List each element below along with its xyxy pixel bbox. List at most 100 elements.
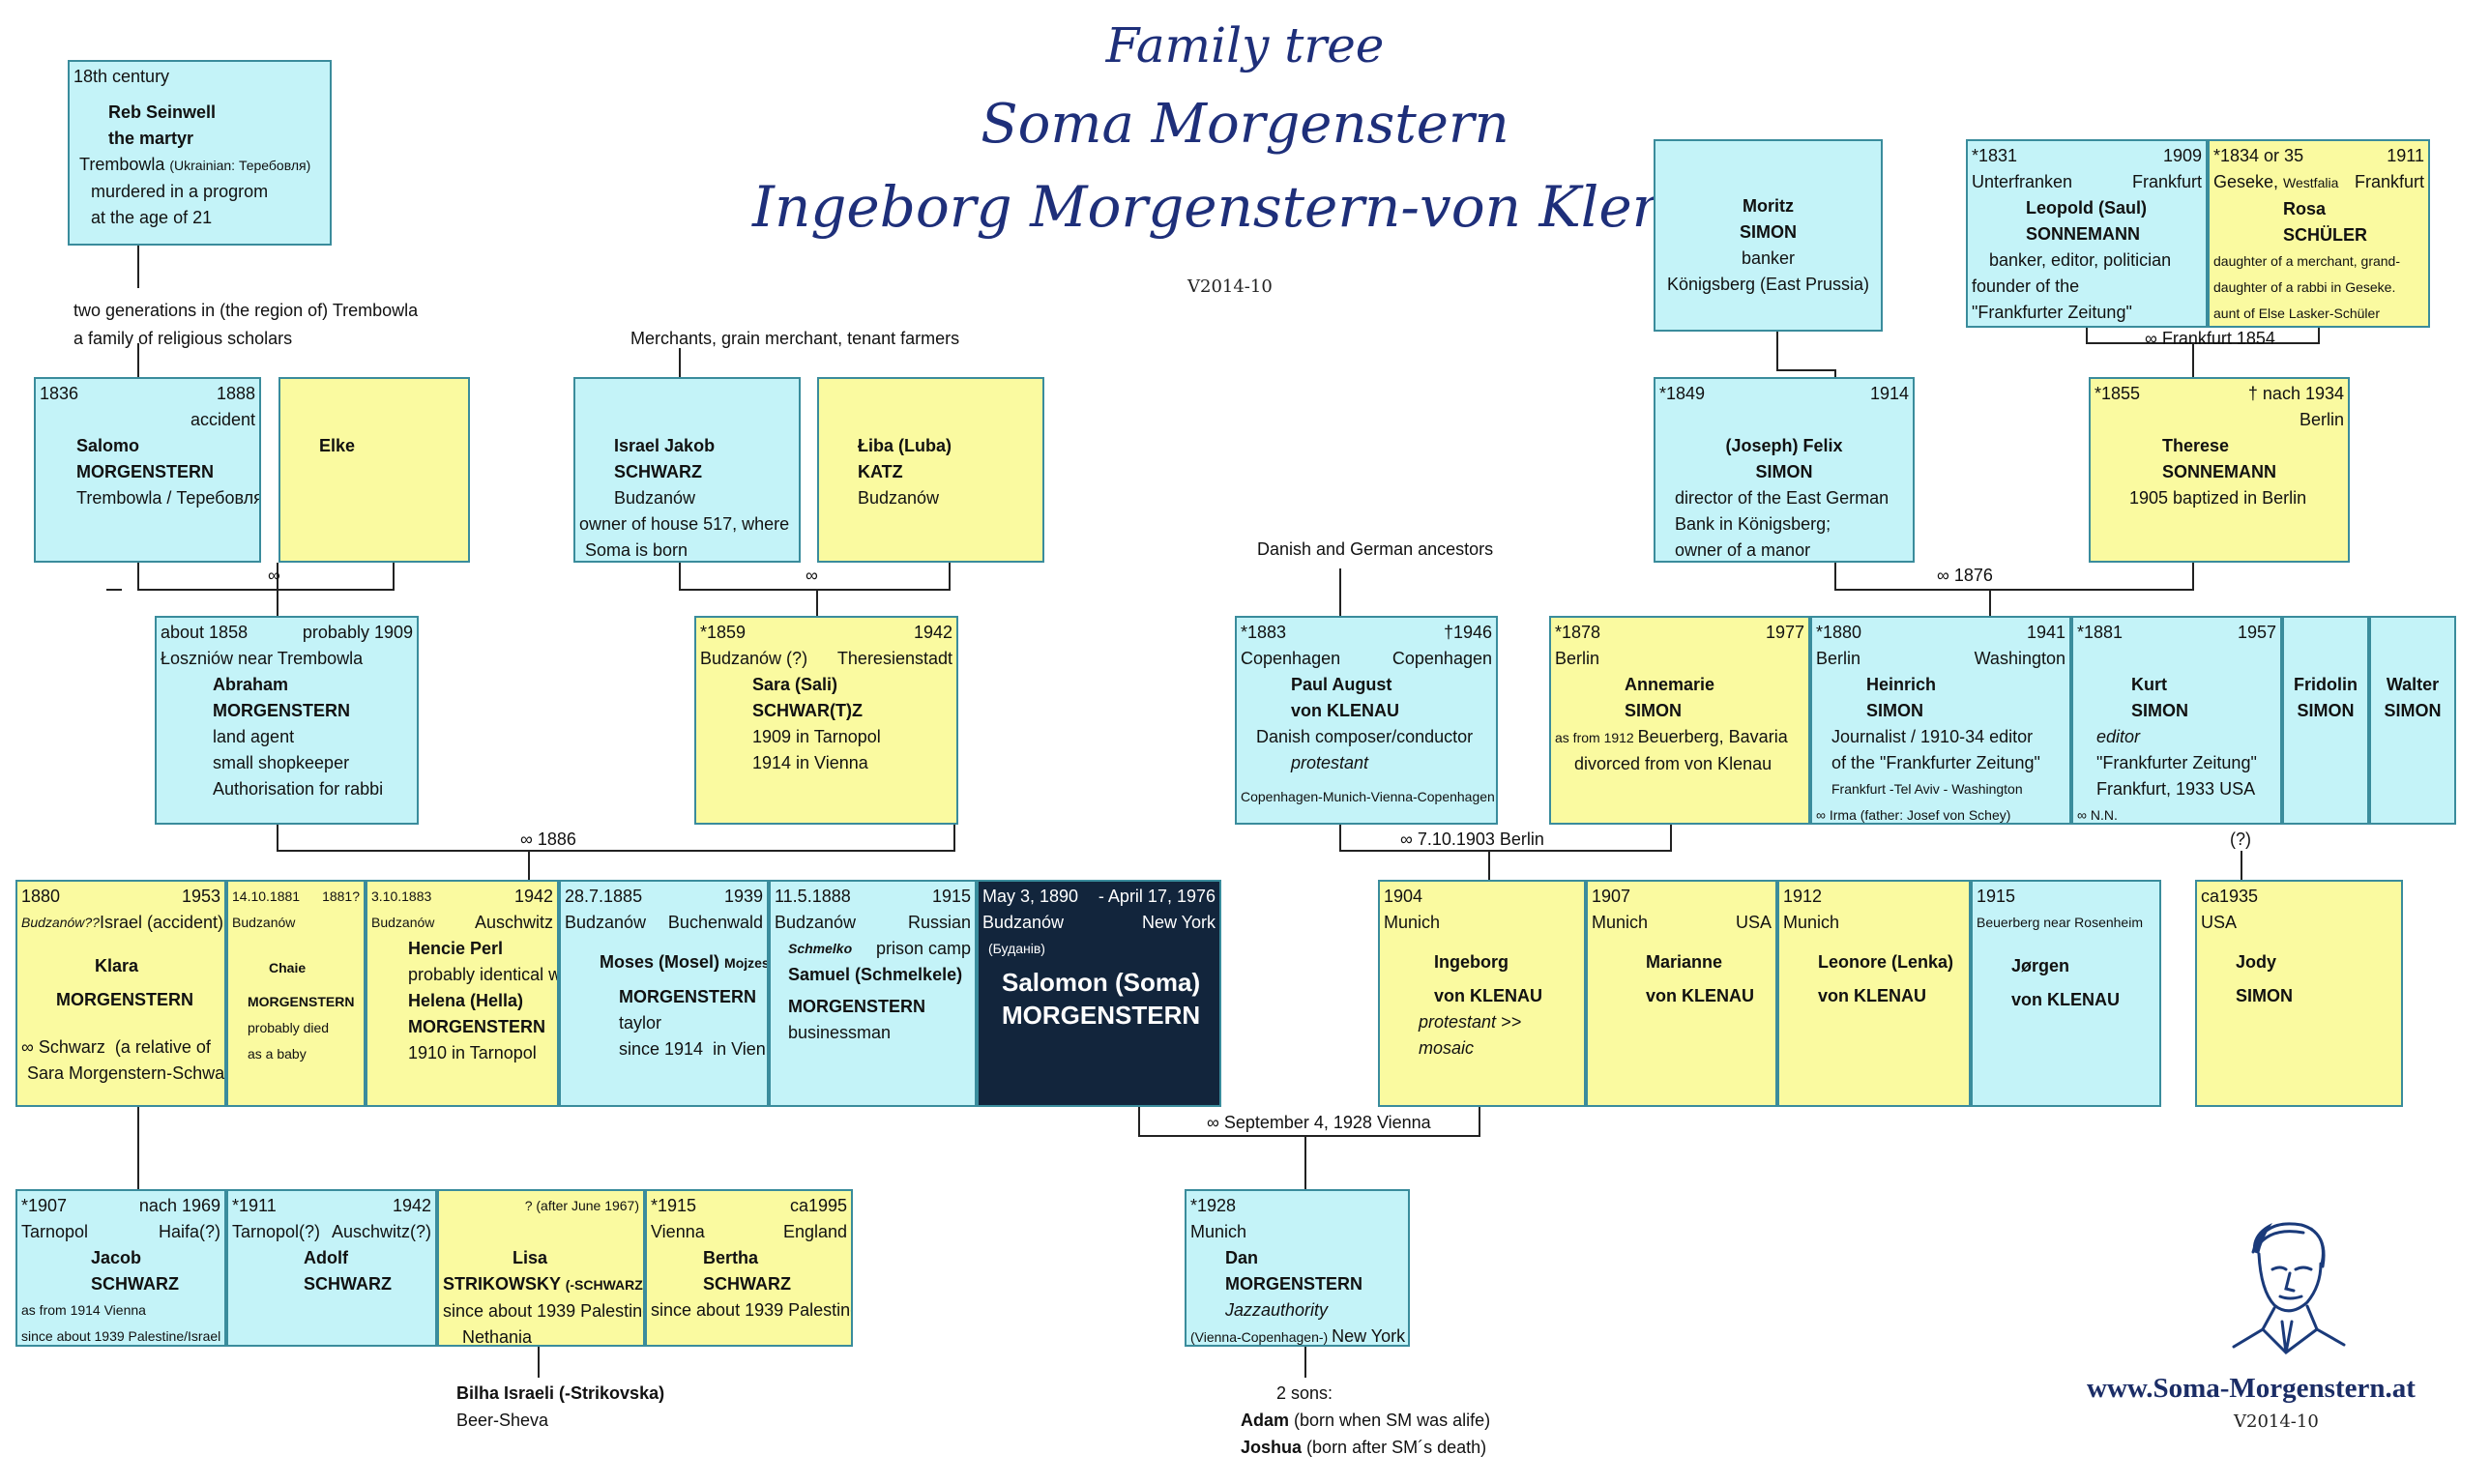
abraham-note-2: small shopkeeper (213, 753, 350, 772)
elke-name: Elke (319, 436, 356, 455)
jacob-note-1: as from 1914 Vienna (21, 1302, 146, 1318)
abraham-born: about 1858 (161, 623, 249, 642)
son-joshua-note: (born after SM´s death) (1306, 1438, 1487, 1457)
title-line-1: Family tree (1105, 17, 1385, 73)
ingeborg-religion-2: mosaic (1419, 1038, 1475, 1058)
moritz-job: banker (1741, 248, 1796, 268)
heinrich-surname: SIMON (1866, 701, 1924, 720)
samuel-place2: Russian (907, 913, 971, 932)
dan-cities-early: (Vienna-Copenhagen-) (1190, 1329, 1333, 1345)
heinrich-born: *1880 (1816, 623, 1862, 642)
leopold-name: Leopold (Saul) (2026, 198, 2147, 218)
leopold-place2: Frankfurt (2131, 172, 2202, 191)
sara-name: Sara (Sali) (752, 675, 838, 694)
walter-surname: SIMON (2384, 701, 2442, 720)
reb-note-1: murdered in a progrom (91, 182, 269, 201)
annemarie-residence: as from 1912 Beuerberg, Bavaria (1555, 724, 1804, 751)
person-fridolin-simon: Fridolin SIMON (2282, 616, 2369, 825)
marianne-name: Marianne (1646, 952, 1723, 972)
klara-surname: MORGENSTERN (56, 990, 194, 1009)
jorgen-name: Jørgen (2011, 956, 2070, 975)
jody-name: Jody (2236, 952, 2277, 972)
rosa-name: Rosa (2283, 199, 2327, 218)
dan-place: Munich (1190, 1222, 1247, 1241)
jorgen-born: 1915 (1977, 887, 2016, 906)
kurt-spouse: ∞ N.N. (2077, 807, 2118, 823)
son-joshua-name: Joshua (1241, 1438, 1303, 1457)
liba-surname: KATZ (858, 462, 903, 481)
ingeborg-born: 1904 (1384, 887, 1423, 906)
moritz-name: Moritz (1743, 196, 1794, 216)
sara-surname: SCHWAR(T)Z (752, 701, 863, 720)
leonore-place: Munich (1783, 913, 1840, 932)
annemarie-residence-since: as from 1912 (1555, 730, 1638, 745)
moses-alias: Mojzesz (724, 955, 769, 971)
son-adam-name: Adam (1241, 1411, 1290, 1430)
kurt-note-2: Frankfurt, 1933 USA (2096, 779, 2256, 799)
annemarie-residence-place: Beuerberg, Bavaria (1637, 727, 1788, 746)
lisa-surname: STRIKOWSKY (-SCHWARZ) (443, 1271, 643, 1298)
heinrich-place2: Washington (1974, 649, 2065, 668)
rosa-born: *1834 or 35 (2213, 146, 2304, 165)
marriage-frankfurt: ∞ Frankfurt 1854 (2145, 329, 2275, 348)
question-label: (?) (2230, 829, 2251, 849)
trembowla-label-1: two generations in (the region of) Tremb… (73, 301, 419, 320)
person-leonore-von-klenau: 1912 Munich Leonore (Lenka) von KLENAU (1777, 880, 1971, 1107)
person-elke: Elke (278, 377, 470, 563)
marriage-1903: ∞ 7.10.1903 Berlin (1400, 829, 1544, 849)
liba-name: Łiba (Luba) (858, 436, 952, 455)
jacob-surname: SCHWARZ (91, 1274, 179, 1294)
website-link[interactable]: www.Soma-Morgenstern.at (2087, 1373, 2416, 1404)
footer-version: V2014-10 (2234, 1411, 2319, 1432)
sara-place2: Theresienstadt (836, 649, 952, 668)
kurt-born: *1881 (2077, 623, 2124, 642)
soma-born: May 3, 1890 (982, 887, 1079, 906)
bilha-name-text: Bilha Israeli (-Strikovska) (456, 1383, 665, 1403)
marriage-symbol-2: ∞ (806, 566, 818, 585)
soma-place1: Budzanów (982, 913, 1065, 932)
reb-name: Reb Seinwell (108, 102, 217, 122)
marianne-place1: Munich (1592, 913, 1649, 932)
person-liba-katz: Łiba (Luba) KATZ Budzanów (817, 377, 1044, 563)
bertha-place2: England (782, 1222, 847, 1241)
salomo-born: 1836 (40, 384, 79, 403)
heinrich-spouse: ∞ Irma (father: Josef von Schey) (1816, 807, 2011, 823)
chaie-name: Chaie (269, 960, 307, 975)
jacob-born: *1907 (21, 1196, 68, 1215)
paul-place1: Copenhagen (1241, 649, 1341, 668)
reb-place-ukr: (Ukrainian: Теребовля) (169, 158, 311, 173)
leopold-note-2: "Frankfurter Zeitung" (1972, 303, 2132, 322)
felix-born: *1849 (1659, 384, 1706, 403)
paul-died: †1946 (1443, 623, 1492, 642)
marriage-1928: ∞ September 4, 1928 Vienna (1207, 1113, 1431, 1132)
bertha-surname: SCHWARZ (703, 1274, 791, 1294)
abraham-surname: MORGENSTERN (213, 701, 351, 720)
kurt-job: editor (2096, 727, 2141, 746)
salomo-note: accident (190, 410, 255, 429)
person-reb-seinwell: 18th century Reb Seinwell the martyr Tre… (68, 60, 332, 246)
moritz-surname: SIMON (1739, 222, 1797, 242)
soma-place2: New York (1141, 913, 1216, 932)
sara-note-1: 1909 in Tarnopol (752, 727, 881, 746)
samuel-surname: MORGENSTERN (788, 997, 926, 1016)
klara-spouse: ∞ Schwarz (a relative of (21, 1037, 211, 1057)
israel-note-1: owner of house 517, where (579, 514, 790, 534)
samuel-place3: prison camp (875, 939, 971, 958)
therese-surname: SONNEMANN (2162, 462, 2277, 481)
walter-name: Walter (2386, 675, 2440, 694)
rosa-note-1: daughter of a merchant, grand- (2213, 253, 2401, 269)
jody-place: USA (2201, 913, 2238, 932)
person-moritz-simon: Moritz SIMON banker Königsberg (East Pru… (1654, 139, 1883, 332)
hencie-died: 1942 (513, 887, 553, 906)
leonore-born: 1912 (1783, 887, 1823, 906)
chaie-note-2: as a baby (248, 1046, 307, 1062)
person-ingeborg-von-klenau: 1904 Munich Ingeborg von KLENAU protesta… (1378, 880, 1586, 1107)
